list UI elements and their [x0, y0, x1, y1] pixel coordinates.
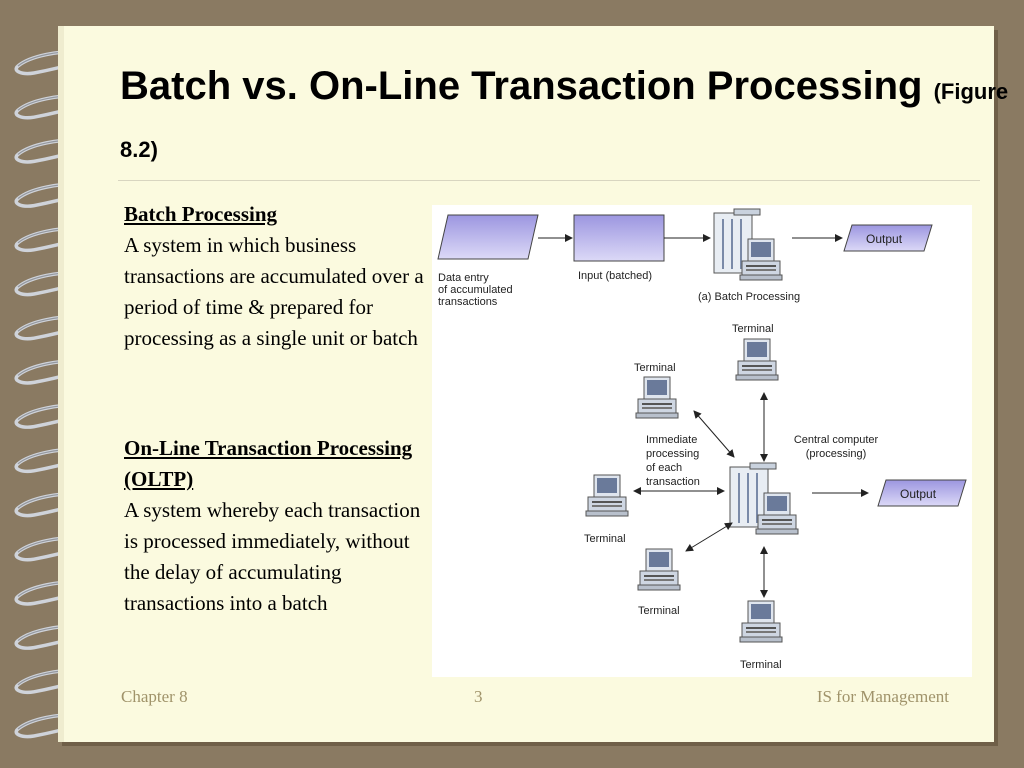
title-figure-ref: (Figure 8.2): [120, 79, 1009, 162]
oltp-heading: On-Line Transaction Processing (OLTP): [124, 436, 413, 491]
oltp-definition: On-Line Transaction Processing (OLTP) A …: [124, 433, 424, 619]
terminal-upper-left-icon: [635, 376, 679, 419]
input-batched-label: Input (batched): [578, 270, 652, 282]
title-main: Batch vs. On-Line Transaction Processing: [120, 64, 923, 108]
footer-page-number: 3: [474, 687, 483, 706]
terminal-lower-left-label: Terminal: [638, 605, 680, 617]
terminal-top-icon: [735, 338, 779, 381]
batch-output-shape: [843, 224, 933, 252]
batch-caption: (a) Batch Processing: [698, 291, 800, 303]
terminal-bottom-label: Terminal: [740, 659, 782, 671]
page-margin-strip: [58, 26, 64, 742]
central-computer-label: Central computer(processing): [794, 434, 879, 460]
slide-title: Batch vs. On-Line Transaction Processing…: [120, 60, 1024, 176]
oltp-output-label: Output: [900, 487, 937, 501]
oltp-body: A system whereby each transaction is pro…: [124, 498, 421, 615]
footer-course: IS for Management: [816, 687, 949, 706]
batch-definition: Batch Processing A system in which busin…: [124, 199, 424, 354]
terminal-left-icon: [585, 474, 629, 517]
batch-heading: Batch Processing: [124, 202, 278, 226]
data-entry-shape: [437, 214, 539, 260]
terminal-top-label: Terminal: [732, 323, 774, 335]
terminal-bottom-icon: [739, 600, 783, 643]
oltp-output-shape: [877, 479, 967, 507]
terminal-lower-left-icon: [637, 548, 681, 591]
batch-output-label: Output: [866, 232, 903, 246]
terminal-upper-left-label: Terminal: [634, 362, 676, 374]
input-batched-shape: [573, 214, 665, 262]
footer-chapter: Chapter 8: [121, 687, 188, 706]
batch-computer-icon: [714, 209, 782, 280]
central-computer-icon: [730, 463, 798, 534]
title-divider: [118, 180, 980, 181]
terminal-left-label: Terminal: [584, 533, 626, 545]
batch-body: A system in which business transactions …: [124, 233, 424, 350]
